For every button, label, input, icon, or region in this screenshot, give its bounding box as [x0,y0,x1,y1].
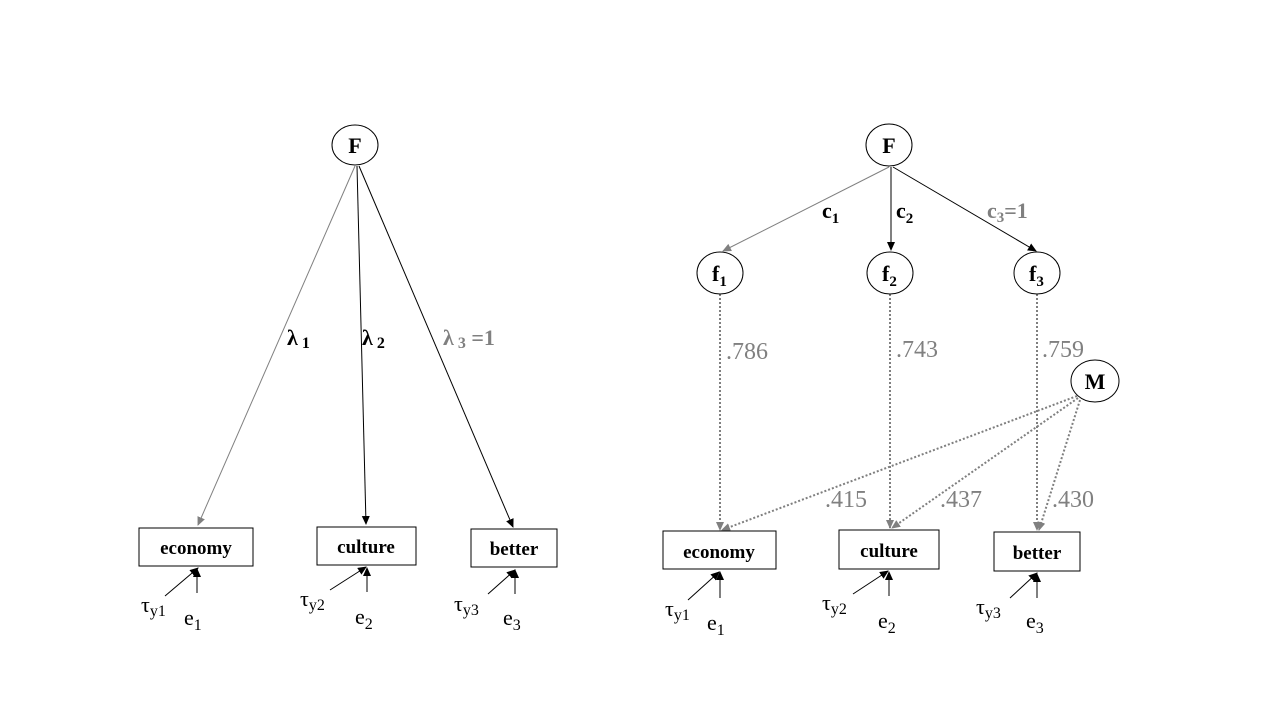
method-loading-path-1 [721,395,1078,531]
subfactor-node-f3: f3 [1013,251,1061,295]
path-label-c1: c1 [822,198,839,227]
method-loading-path-3 [1037,399,1081,531]
indicator-label: economy [683,542,755,563]
indicator-label: better [490,539,539,560]
left-factor-label: F [348,133,361,158]
left-indicator-better: better [470,528,558,568]
tau-label: τy2 [300,586,325,614]
subfactor-node-f1: f1 [696,251,744,295]
tau-arrow [164,567,199,597]
method-loading-value: .437 [940,487,982,513]
subfactor-loading-value: .786 [726,339,768,365]
tau-arrow [852,570,889,595]
path-label-c2: c2 [896,198,913,227]
method-loading-value: .415 [825,487,867,513]
left-path-lambda2 [356,165,370,525]
subfactor-node-f2: f2 [866,251,914,295]
right-path-c1 [722,166,890,252]
tau-label: τy2 [822,590,847,618]
path-label-c3: c3=1 [987,198,1028,226]
tau-label: τy3 [454,591,479,619]
right-factor-node: F [865,123,913,167]
error-label: e1 [707,610,725,639]
left-path-lambda1 [197,165,356,526]
error-label: e2 [878,608,896,637]
indicator-label: culture [337,537,395,558]
tau-label: τy3 [976,594,1001,622]
subfactor-label: f1 [712,261,727,290]
tau-label: τy1 [141,592,166,620]
method-loading-value: .430 [1052,487,1094,513]
method-loading-path-2 [891,397,1079,529]
subfactor-label: f2 [882,261,897,290]
indicator-label: culture [860,541,918,562]
tau-arrow [487,569,516,595]
error-label: e3 [1026,608,1044,637]
error-label: e1 [184,605,202,634]
subfactor-label: f3 [1029,261,1044,290]
tau-arrow [687,571,720,601]
right-indicator-economy: economy [662,530,777,570]
right-path-c3 [892,166,1037,252]
indicator-label: economy [160,538,232,559]
right-indicator-better: better [993,531,1081,572]
left-factor-node: F [331,124,379,166]
subfactor-loading-value: .743 [896,337,938,363]
indicator-label: better [1013,543,1062,564]
tau-label: τy1 [665,596,690,624]
tau-arrow [1009,572,1038,599]
subfactor-loading-value: .759 [1042,337,1084,363]
left-indicator-economy: economy [138,527,254,567]
method-factor-node: M [1070,359,1120,403]
method-factor-label: M [1085,369,1106,394]
right-model: F c1 c2 c3=1 f1 f2 f3 .786 .743 .759 M .… [662,123,1120,639]
tau-arrow [329,566,367,591]
right-indicator-culture: culture [838,529,940,570]
left-path-lambda3 [358,165,514,528]
right-factor-label: F [882,133,895,158]
left-indicator-culture: culture [316,526,417,566]
error-label: e2 [355,604,373,633]
error-label: e3 [503,605,521,634]
